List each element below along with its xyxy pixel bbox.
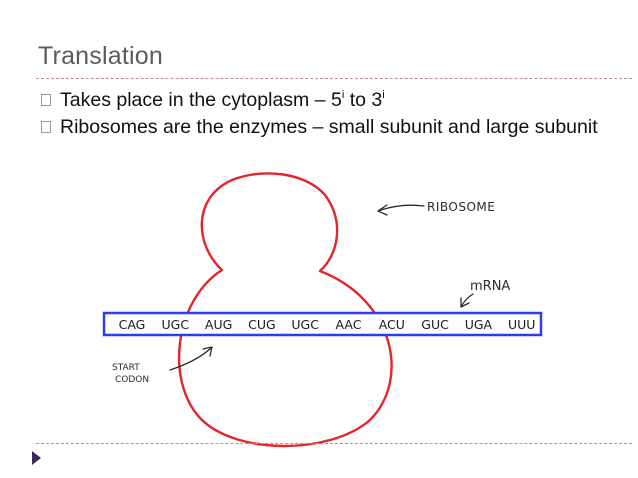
bullet-box-icon	[41, 94, 51, 106]
mrna-label: mRNA	[470, 279, 510, 294]
start-codon-label: START	[112, 363, 140, 373]
ribosome-label: RIBOSOME	[427, 200, 495, 214]
codon-label: GUC	[421, 317, 449, 332]
codon-label: UGC	[162, 317, 190, 332]
play-triangle-icon[interactable]	[32, 451, 41, 465]
codon-label: ACU	[379, 317, 405, 332]
footer-divider	[36, 443, 632, 444]
bullet-item: Takes place in the cytoplasm – 5i to 3i	[40, 88, 600, 112]
codon-label: CAG	[119, 317, 146, 332]
ribosome-arrow	[377, 204, 425, 216]
title-divider	[36, 78, 632, 79]
bullet-text: Ribosomes are the enzymes – small subuni…	[60, 116, 598, 138]
mrna-arrow	[460, 293, 474, 308]
bullet-item: Ribosomes are the enzymes – small subuni…	[40, 115, 600, 186]
start-codon-label: CODON	[115, 375, 149, 385]
bullet-box-icon	[41, 121, 51, 133]
bullet-text: Takes place in the cytoplasm – 5i to 3i	[60, 89, 385, 111]
codon-label: UGC	[291, 317, 319, 332]
ribosome-outline	[177, 172, 393, 448]
mrna-strip	[102, 311, 543, 337]
codon-label: UUU	[508, 317, 535, 332]
codon-list: CAG UGC AUG CUG UGC AAC ACU GUC UGA UUU	[119, 317, 536, 332]
bullet-list: Takes place in the cytoplasm – 5i to 3i …	[40, 88, 600, 189]
codon-label: AAC	[336, 317, 362, 332]
codon-label: CUG	[248, 317, 276, 332]
slide-title: Translation	[38, 42, 163, 70]
codon-label: UGA	[465, 317, 493, 332]
start-codon-arrow	[169, 346, 213, 371]
codon-label: AUG	[205, 317, 232, 332]
